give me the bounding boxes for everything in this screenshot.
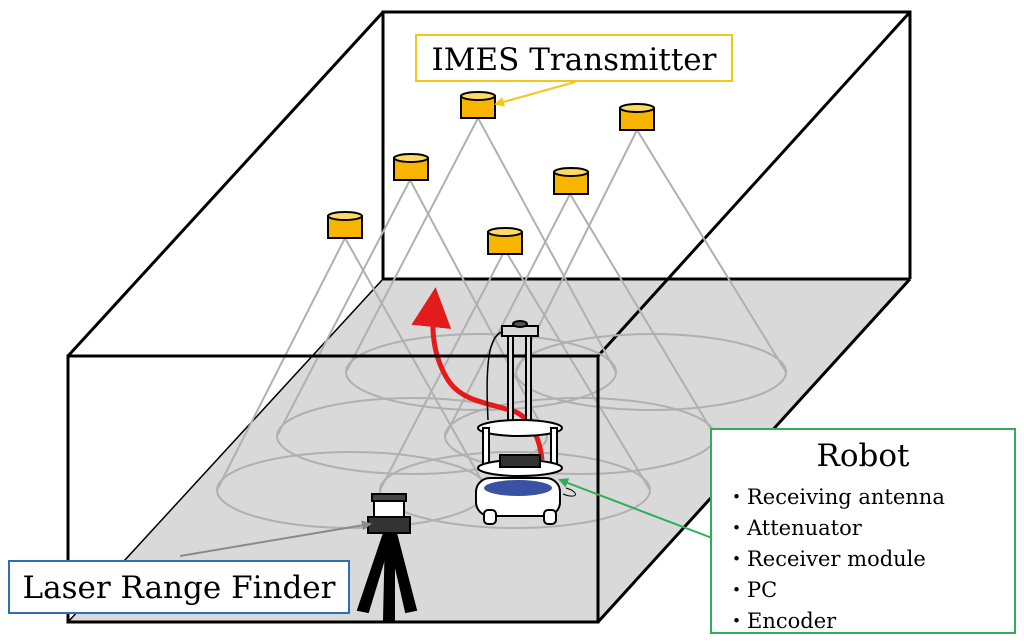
transmitter-icon (393, 153, 429, 181)
robot-component-list: Receiving antenna Attenuator Receiver mo… (726, 482, 945, 637)
laser-leader-arrow (179, 520, 372, 557)
transmitter-icon (553, 167, 589, 195)
laser-label: Laser Range Finder (22, 570, 336, 606)
transmitter-icon (487, 227, 523, 255)
list-item: Receiving antenna (726, 482, 945, 513)
list-item: Receiver module (726, 544, 945, 575)
room-front-wall (66, 354, 600, 624)
robot-leader-arrow (558, 478, 713, 539)
list-item: Encoder (726, 606, 945, 637)
list-item: Attenuator (726, 513, 945, 544)
transmitter-leader-arrow (494, 81, 576, 107)
laser-label-box: Laser Range Finder (8, 560, 350, 614)
transmitter-label-box: IMES Transmitter (415, 34, 733, 82)
transmitter-icon (619, 103, 655, 131)
transmitter-icon (327, 211, 363, 239)
list-item: PC (726, 575, 945, 606)
transmitter-icon (460, 91, 496, 119)
robot-icon (475, 320, 576, 525)
transmitter-label: IMES Transmitter (431, 42, 717, 78)
robot-label-box: Robot Receiving antenna Attenuator Recei… (710, 428, 1016, 634)
laser-range-finder-icon (356, 493, 418, 621)
robot-label: Robot (816, 438, 910, 474)
imes-transmitters (327, 91, 655, 255)
